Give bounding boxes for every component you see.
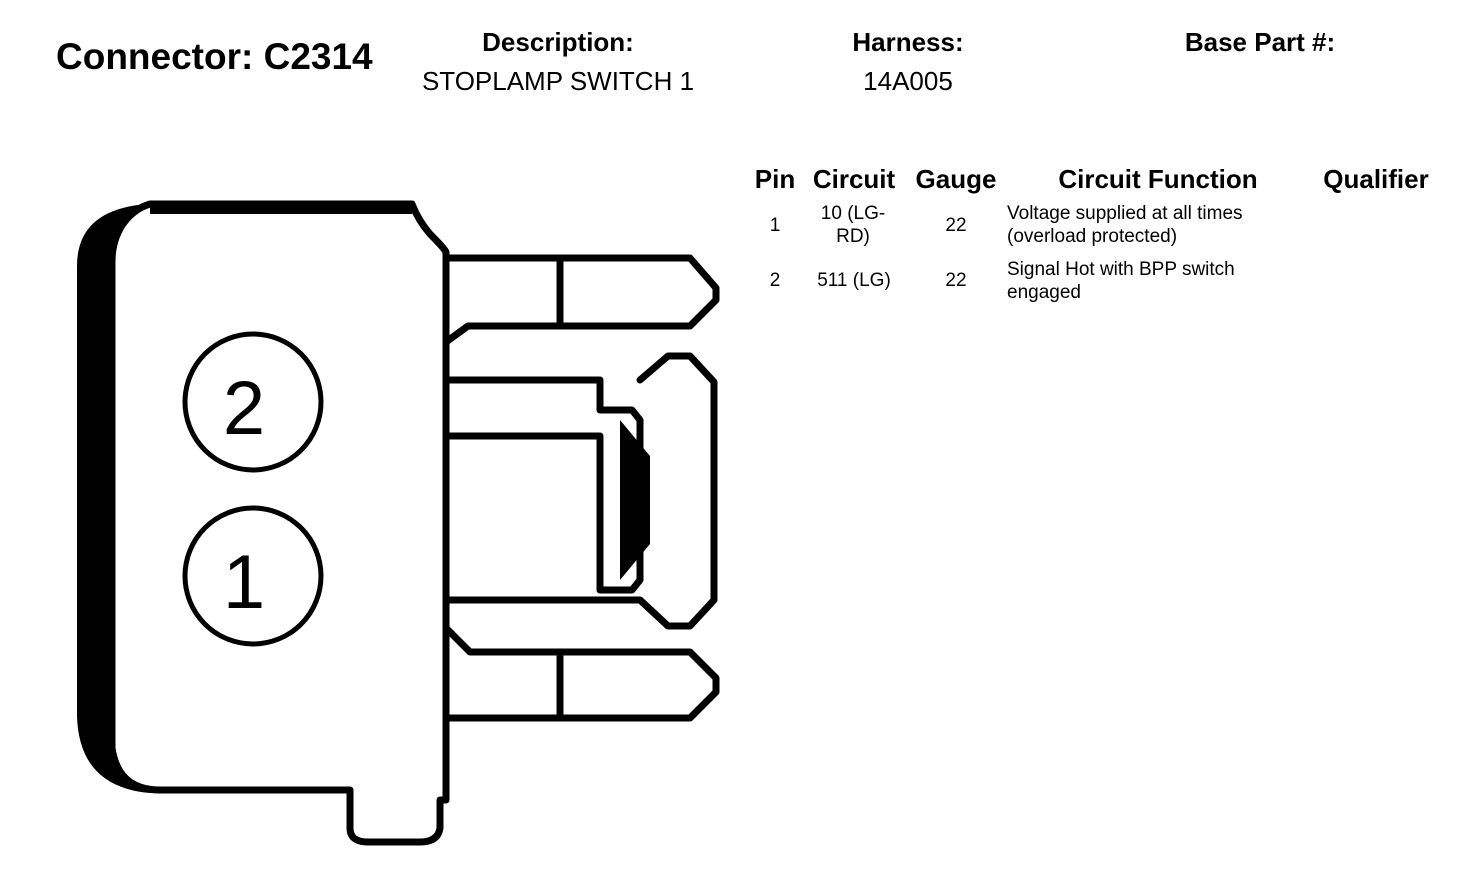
harness-value: 14A005 [863, 66, 953, 96]
pin-cell: 1 [769, 215, 781, 236]
housing-back-wall [77, 205, 161, 793]
gauge-cell: 22 [945, 215, 967, 236]
column-header-gauge: Gauge [915, 164, 997, 194]
latch-dark-block [620, 420, 650, 580]
description-label: Description: [482, 27, 634, 57]
gauge-cell: 22 [945, 270, 967, 291]
circuit-cell: 10 (LG-RD) [820, 203, 886, 247]
pin-cavity-1 [182, 505, 324, 647]
pin-cavity-2 [182, 331, 324, 473]
housing-top-edge [150, 201, 412, 214]
pin-label-2: 2 [223, 366, 265, 451]
column-header-circuit-function: Circuit Function [1058, 164, 1258, 194]
description-value: STOPLAMP SWITCH 1 [421, 66, 695, 96]
circuit-function-cell: Signal Hot with BPP switch engaged [1007, 259, 1235, 303]
base-part-label: Base Part #: [1184, 27, 1336, 57]
terminal-upper [442, 254, 720, 346]
column-header-qualifier: Qualifier [1323, 164, 1429, 194]
harness-label: Harness: [852, 27, 964, 57]
pin-cell: 2 [769, 270, 781, 291]
terminal-lower [442, 624, 720, 722]
column-header-circuit: Circuit [812, 164, 896, 194]
connector-title: Connector: C2314 [56, 36, 373, 77]
latch-tab [442, 376, 644, 594]
latch-tab-lower [442, 352, 718, 630]
circuit-function-cell: Voltage supplied at all times (overload … [1007, 203, 1243, 247]
circuit-cell: 511 (LG) [817, 270, 891, 291]
pin-label-1: 1 [223, 540, 265, 625]
column-header-pin: Pin [754, 164, 796, 194]
